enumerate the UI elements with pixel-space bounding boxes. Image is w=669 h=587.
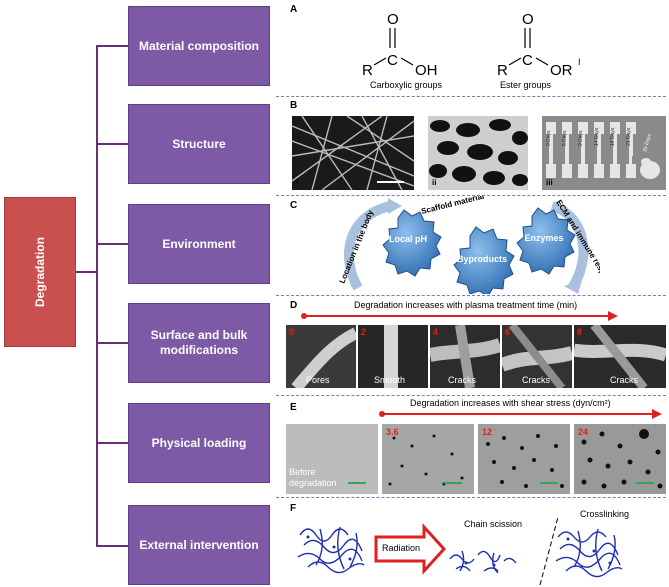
- tree-trunk: [96, 45, 98, 546]
- svg-text:9 Days: 9 Days: [578, 130, 584, 146]
- branch-4: [96, 342, 128, 344]
- ester-or: OR: [550, 62, 573, 79]
- gear-byproducts: Byproducts: [457, 254, 507, 264]
- category-external-intervention: External intervention: [128, 505, 270, 585]
- degradation-root-label: Degradation: [33, 236, 47, 308]
- degradation-root-box: Degradation: [4, 197, 76, 347]
- panel-c-letter: C: [290, 200, 298, 211]
- ester-r: R: [497, 62, 508, 79]
- label-ii: ii: [432, 178, 437, 187]
- branch-3: [96, 243, 128, 245]
- shear-24-image: 24: [574, 424, 666, 494]
- category-physical-loading: Physical loading: [128, 403, 270, 483]
- svg-text:21 Days: 21 Days: [626, 127, 632, 146]
- branch-6: [96, 545, 128, 547]
- root-connector: [76, 271, 97, 273]
- ester-o: O: [522, 11, 534, 28]
- gear-local-ph: Local pH: [389, 234, 427, 244]
- category-environment: Environment: [128, 204, 270, 284]
- carboxyl-o: O: [387, 11, 399, 28]
- caption-ester: Ester groups: [500, 80, 552, 90]
- arc-scaffold: Scaffold material: [420, 196, 485, 216]
- separator-ef: [276, 497, 666, 498]
- panel-e-arrow-text: Degradation increases with shear stress …: [408, 398, 613, 408]
- category-surface-bulk: Surface and bulk modifications: [128, 303, 270, 383]
- sem-fibers-image: [292, 116, 414, 190]
- panel-b-letter: B: [290, 100, 298, 111]
- plasma-4-image: 4 Cracks: [428, 324, 503, 389]
- shear-3-6-image: 3.6: [382, 424, 474, 494]
- separator-cd: [276, 295, 666, 296]
- sem-porous-image: [428, 116, 528, 190]
- radiation-label: Radiation: [382, 543, 421, 553]
- shear-12-image: 12: [478, 424, 570, 494]
- dogbone-samples-image: 0 Days 5 Days 9 Days 14 Days 18 Days 21 …: [542, 116, 666, 190]
- carboxyl-c: C: [387, 52, 398, 69]
- panel-a-letter: A: [290, 4, 298, 15]
- panel-e-letter: E: [290, 402, 297, 413]
- panel-e-arrow: [379, 409, 662, 419]
- label-iii: iii: [546, 178, 553, 187]
- chain-scission-label: Chain scission: [464, 519, 523, 529]
- svg-text:5 Days: 5 Days: [562, 130, 568, 146]
- panel-a-structures: O C R OH O C R OR I: [362, 11, 581, 79]
- category-structure: Structure: [128, 104, 270, 184]
- panel-c-gears: Local pH Byproducts Enzymes Location in …: [338, 196, 600, 294]
- label-i: i: [296, 178, 299, 187]
- plasma-6-image: 6 Cracks: [499, 322, 574, 391]
- separator-de: [276, 395, 666, 396]
- svg-text:14 Days: 14 Days: [594, 127, 600, 146]
- panel-f-letter: F: [290, 503, 297, 514]
- branch-1: [96, 45, 128, 47]
- branch-2: [96, 143, 128, 145]
- svg-text:18 Days: 18 Days: [610, 127, 616, 146]
- panel-f-diagram: [297, 516, 623, 585]
- carboxyl-oh: OH: [415, 62, 438, 79]
- panel-d-arrow-text: Degradation increases with plasma treatm…: [352, 300, 580, 310]
- gear-enzymes: Enzymes: [524, 233, 563, 243]
- carboxyl-r: R: [362, 62, 373, 79]
- ester-prime: I: [578, 57, 581, 67]
- plasma-0-image: 0 Pores: [286, 325, 359, 392]
- branch-5: [96, 442, 128, 444]
- before-degradation-image: Before degradation: [286, 424, 378, 494]
- caption-carboxylic: Carboxylic groups: [370, 80, 443, 90]
- svg-text:0 Days: 0 Days: [546, 130, 552, 146]
- plasma-8-image: 8 Cracks: [572, 322, 668, 391]
- category-material-composition: Material composition: [128, 6, 270, 86]
- separator-ab: [276, 96, 666, 97]
- separator-bc: [276, 195, 666, 196]
- crosslinking-label: Crosslinking: [580, 509, 630, 519]
- ester-c: C: [522, 52, 533, 69]
- panel-d-letter: D: [290, 300, 298, 311]
- svg-text:25 Days: 25 Days: [642, 133, 653, 153]
- plasma-2-image: 2 Smooth: [358, 325, 428, 388]
- panel-d-arrow: [301, 311, 618, 321]
